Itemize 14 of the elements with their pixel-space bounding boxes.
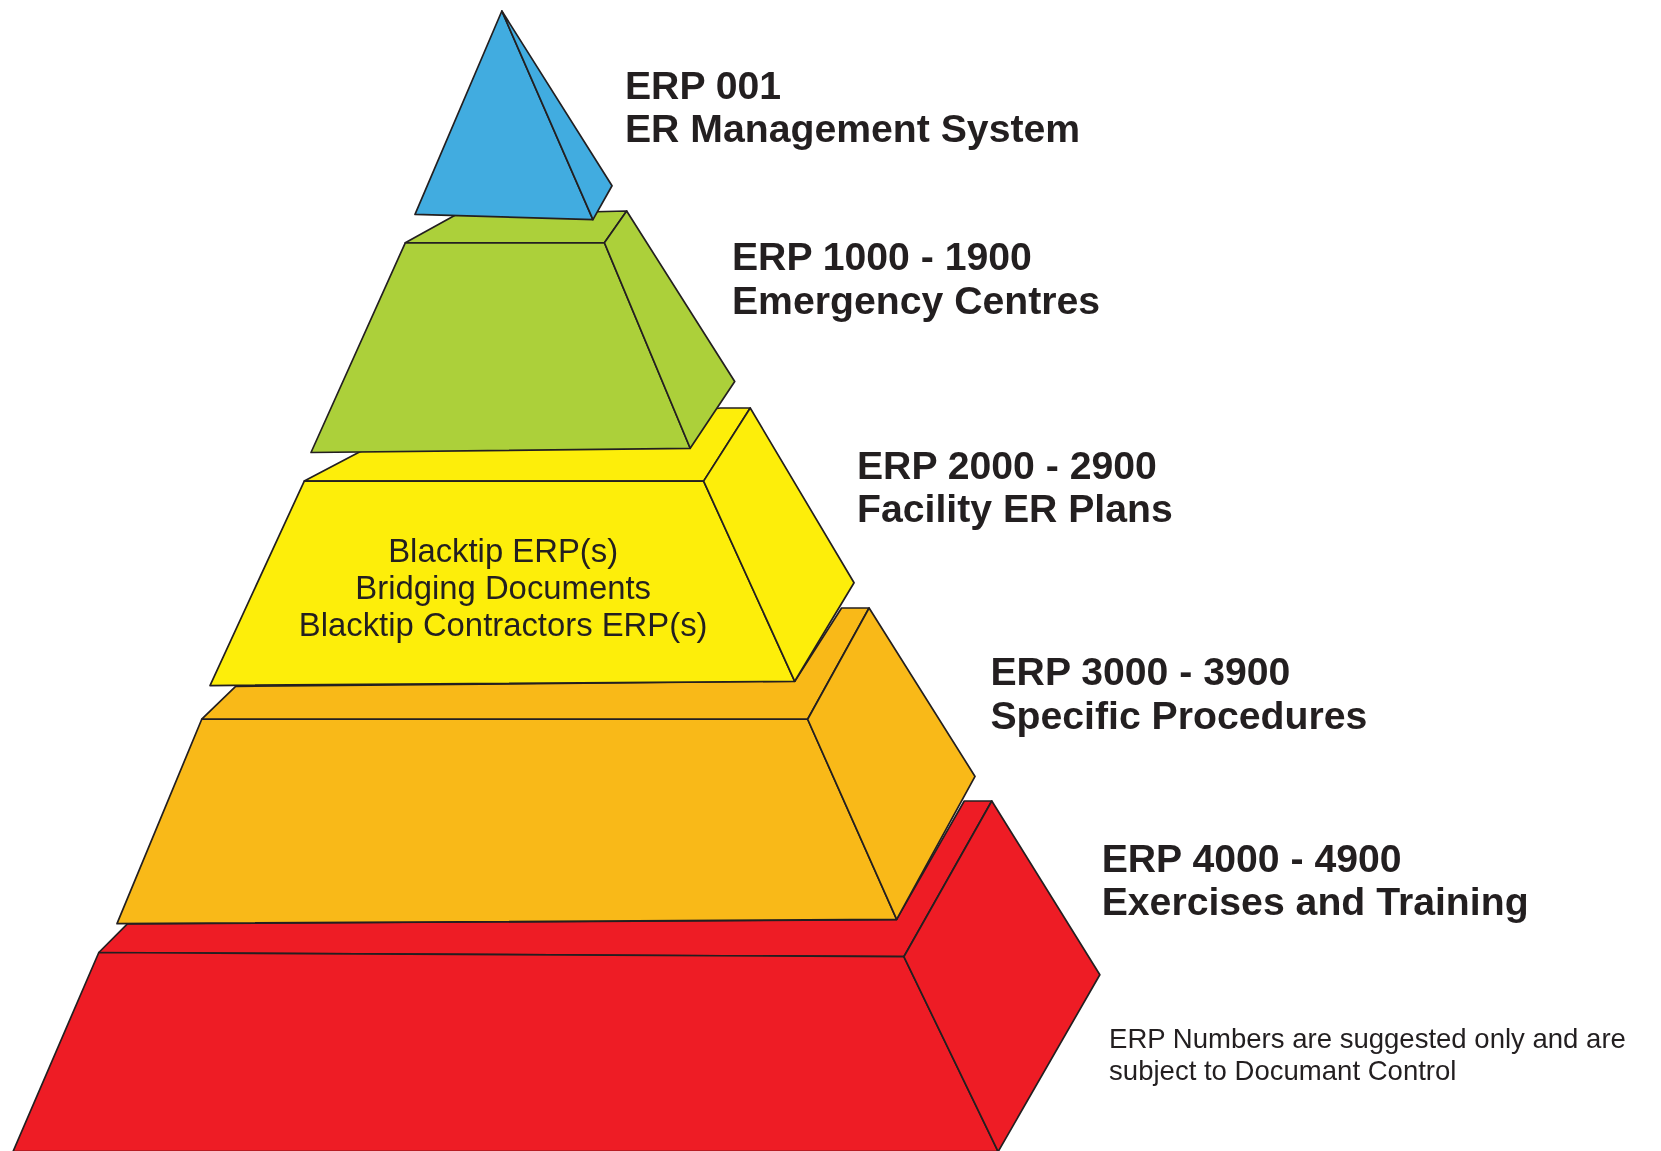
tier-code: ERP 001	[625, 63, 782, 107]
tier-code: ERP 3000 - 3900	[990, 650, 1291, 694]
tier-title: ER Management System	[625, 107, 1081, 151]
footnote: ERP Numbers are suggested only and are subject to Documant Control	[1109, 1023, 1627, 1087]
tier-code: ERP 1000 - 1900	[731, 235, 1032, 279]
tier-text: Blacktip ERP(s)	[388, 531, 619, 569]
tier-title: Emergency Centres	[731, 278, 1101, 323]
tier-title: Specific Procedures	[990, 693, 1368, 738]
tier-text: Blacktip Contractors ERP(s)	[298, 605, 708, 643]
tier-text: Bridging Documents	[355, 568, 651, 606]
tier-code: ERP 4000 - 4900	[1101, 836, 1402, 881]
tier-title: Exercises and Training	[1101, 880, 1529, 924]
tier-title: Facility ER Plans	[856, 487, 1173, 531]
tier-code: ERP 2000 - 2900	[856, 443, 1157, 488]
